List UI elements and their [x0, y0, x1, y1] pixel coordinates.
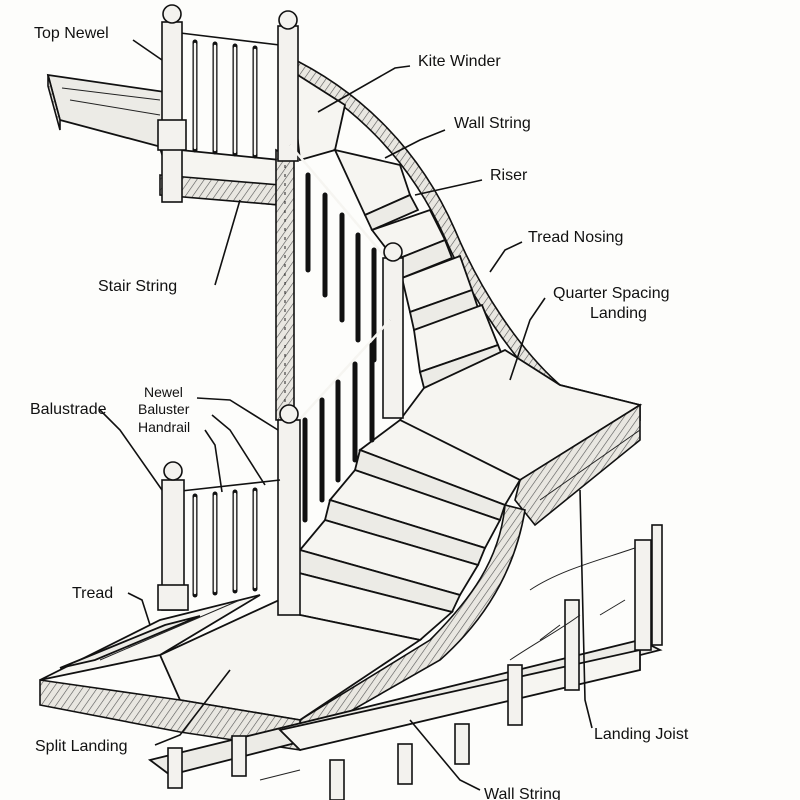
label-balustrade: Balustrade [30, 401, 107, 418]
upper-newel-post [277, 10, 299, 162]
label-wall-string-upper: Wall String [454, 115, 531, 132]
label-landing: Landing [590, 305, 647, 322]
label-tread: Tread [72, 585, 113, 602]
label-stair-string: Stair String [98, 278, 177, 295]
leader-lines [99, 39, 593, 791]
top-balusters [192, 39, 258, 159]
top-newel-post [157, 4, 187, 203]
diagram-labels: Top Newel Kite Winder Wall String Riser … [30, 25, 689, 800]
landing-joists [147, 524, 663, 800]
upper-raking-balustrade [289, 144, 404, 419]
bottom-balustrade [157, 461, 281, 611]
lower-flight [289, 418, 522, 641]
label-newel: Newel [144, 384, 183, 400]
wall-string-lower [299, 503, 526, 742]
label-baluster: Baluster [138, 401, 190, 417]
label-handrail: Handrail [138, 419, 190, 435]
label-tread-nosing: Tread Nosing [528, 229, 623, 246]
top-landing [46, 73, 281, 206]
label-kite-winder: Kite Winder [418, 53, 501, 70]
lower-raking-balustrade [277, 319, 391, 616]
stair-string [275, 148, 295, 421]
split-landing [39, 593, 423, 751]
label-wall-string-lower: Wall String [484, 786, 561, 800]
label-top-newel: Top Newel [34, 25, 109, 42]
label-landing-joist: Landing Joist [594, 726, 689, 743]
top-balustrade [157, 4, 299, 203]
label-riser: Riser [490, 167, 528, 184]
label-split-landing: Split Landing [35, 738, 128, 755]
label-quarter-spacing: Quarter Spacing [553, 285, 670, 302]
